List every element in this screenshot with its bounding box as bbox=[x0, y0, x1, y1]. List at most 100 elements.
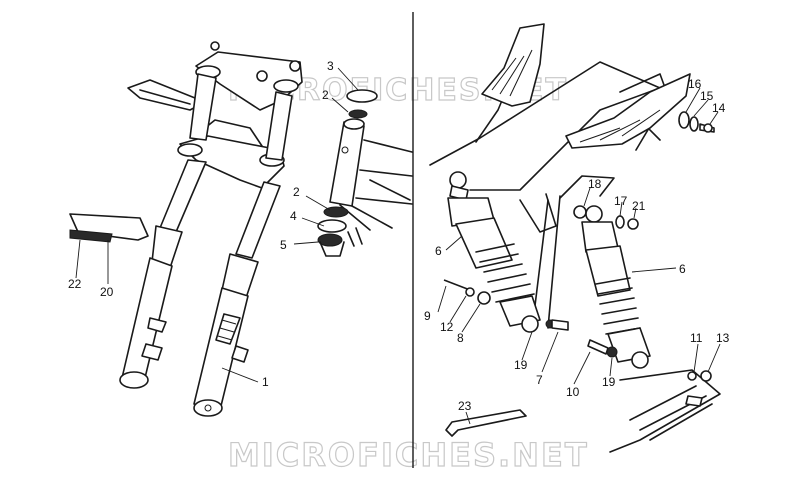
head-tube-top bbox=[343, 118, 365, 130]
top-yoke-bolt-1 bbox=[210, 41, 220, 51]
callout-1: 1 bbox=[262, 375, 269, 389]
right-stanchion-lower bbox=[235, 181, 281, 259]
left-stanchion-upper bbox=[189, 73, 217, 141]
callout-19-left: 19 bbox=[514, 358, 528, 372]
callout-numbers: 1 2 2 3 4 5 6 6 7 8 9 10 11 12 13 14 15 … bbox=[68, 59, 730, 413]
watermark-bottom: MICROFICHES.NET bbox=[228, 436, 589, 474]
bolt-7 bbox=[551, 319, 569, 331]
stem-nut bbox=[256, 70, 268, 82]
right-slider-window bbox=[215, 313, 241, 345]
nut-21 bbox=[627, 218, 639, 230]
callout-16: 16 bbox=[688, 77, 702, 91]
bolt-10 bbox=[587, 339, 609, 355]
swingarm-pivot-plate bbox=[685, 395, 703, 407]
bearing-seat bbox=[317, 219, 347, 233]
headlight-ear bbox=[204, 119, 263, 147]
front-fork-assembly bbox=[119, 41, 303, 417]
left-rear-shock bbox=[443, 171, 569, 333]
callout-3: 3 bbox=[327, 59, 334, 73]
lower-dust-seal bbox=[317, 233, 343, 247]
frame-tubes bbox=[339, 139, 413, 231]
left-shock-spring bbox=[475, 243, 535, 303]
right-shock-top-eye bbox=[585, 205, 603, 223]
fastener-group-top bbox=[678, 111, 715, 133]
seat-bracket-left bbox=[481, 23, 545, 107]
callout-20: 20 bbox=[100, 285, 114, 299]
callout-21: 21 bbox=[632, 199, 646, 213]
washer-18 bbox=[573, 205, 587, 219]
callout-9: 9 bbox=[424, 309, 431, 323]
right-shock-bottom-eye bbox=[631, 351, 649, 369]
swingarm-outline bbox=[609, 369, 721, 453]
leader-lines bbox=[75, 67, 721, 425]
left-caliper-boss-2 bbox=[141, 343, 163, 361]
reflector bbox=[69, 229, 113, 243]
callout-4: 4 bbox=[290, 209, 297, 223]
washer-16 bbox=[678, 111, 690, 129]
lower-seal-lip bbox=[319, 241, 345, 257]
right-caliper-boss bbox=[231, 345, 249, 363]
swingarm bbox=[609, 369, 721, 453]
left-slider bbox=[121, 257, 173, 383]
bolt-9 bbox=[443, 279, 471, 291]
callout-2-top: 2 bbox=[322, 88, 329, 102]
callout-6-left: 6 bbox=[435, 244, 442, 258]
left-shock-cover bbox=[455, 217, 513, 269]
callout-19-right: 19 bbox=[602, 375, 616, 389]
subframe-brace bbox=[519, 193, 557, 233]
right-slider-window-hatch bbox=[217, 319, 237, 341]
shock-mount-plate-left bbox=[559, 175, 615, 199]
top-yoke-bolt-2 bbox=[289, 60, 301, 72]
upper-bearing bbox=[348, 109, 368, 119]
steering-head-tube bbox=[329, 121, 365, 207]
left-axle-clamp bbox=[119, 371, 149, 389]
reflector-bracket bbox=[69, 213, 149, 243]
frame-gusset bbox=[347, 227, 363, 247]
callout-6-right: 6 bbox=[679, 262, 686, 276]
right-shock-spring bbox=[595, 277, 641, 335]
right-axle-hole bbox=[204, 404, 212, 412]
bolt-14-head bbox=[703, 123, 713, 133]
callout-10: 10 bbox=[566, 385, 580, 399]
nut-13 bbox=[700, 370, 712, 382]
callout-11: 11 bbox=[690, 331, 703, 345]
washer-12 bbox=[465, 287, 475, 297]
swingarm-bracing bbox=[629, 385, 713, 441]
callout-17: 17 bbox=[614, 194, 628, 208]
right-shock-cover bbox=[585, 245, 631, 297]
steering-head-assembly bbox=[317, 89, 413, 257]
callout-5: 5 bbox=[280, 238, 287, 252]
left-stanchion-lower bbox=[159, 159, 207, 233]
right-rear-shock bbox=[581, 205, 651, 369]
callout-15: 15 bbox=[700, 89, 714, 103]
callout-22: 22 bbox=[68, 277, 82, 291]
callout-13: 13 bbox=[716, 331, 730, 345]
callout-8: 8 bbox=[457, 331, 464, 345]
callout-7: 7 bbox=[536, 373, 543, 387]
callout-18: 18 bbox=[588, 177, 602, 191]
left-shock-bottom-eye bbox=[521, 315, 539, 333]
spanner-tool-23 bbox=[445, 409, 527, 437]
right-stanchion-upper bbox=[265, 91, 293, 161]
headlight-bracket-inner bbox=[139, 89, 191, 105]
callout-23: 23 bbox=[458, 399, 472, 413]
callout-12: 12 bbox=[440, 320, 454, 334]
left-caliper-boss-1 bbox=[147, 317, 167, 333]
fastener-group-mid bbox=[573, 205, 639, 230]
seat-bracket-right bbox=[565, 73, 691, 149]
callout-2-bottom: 2 bbox=[293, 185, 300, 199]
bolt-11 bbox=[687, 371, 697, 381]
seat-brackets bbox=[481, 23, 691, 149]
washer-15 bbox=[689, 116, 699, 132]
callout-14: 14 bbox=[712, 101, 726, 115]
right-axle-clamp bbox=[193, 399, 223, 417]
bottom-yoke-left-bore bbox=[177, 143, 203, 157]
seat-bracket-right-hatch bbox=[579, 109, 661, 143]
top-yoke-right-bore bbox=[273, 79, 299, 93]
washer-17 bbox=[615, 215, 625, 229]
nut-8 bbox=[477, 291, 491, 305]
head-tube-hole bbox=[341, 146, 349, 154]
dust-cap bbox=[346, 89, 378, 103]
